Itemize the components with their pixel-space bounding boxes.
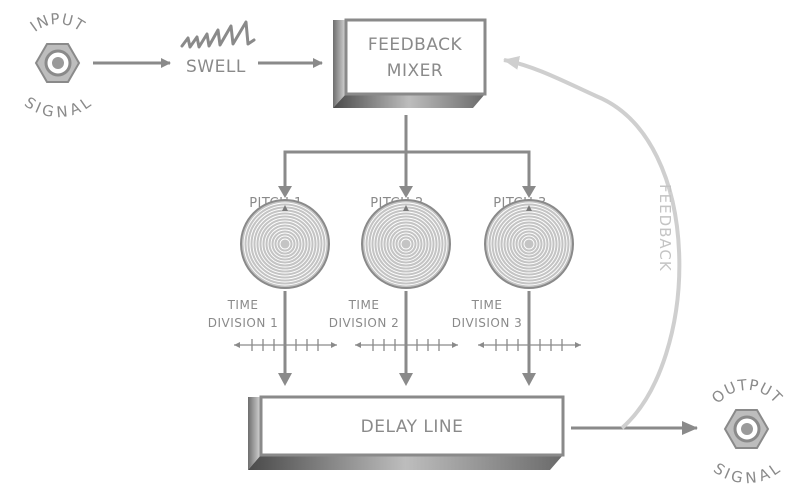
time-division-1-label-line1: TIME: [227, 298, 259, 312]
pitch-3-pointer: [526, 205, 532, 211]
input-jack-hole: [52, 57, 64, 69]
pitch-2-to-delay-arrowhead: [399, 373, 413, 386]
time-division-2-label-line2: DIVISION 2: [329, 316, 400, 330]
input-jack-label-top: INPUT: [27, 10, 89, 36]
feedback-mixer-label-line1: FEEDBACK: [368, 35, 463, 55]
pitch-3-to-delay-arrowhead: [522, 373, 536, 386]
output-jack-hole: [741, 423, 753, 435]
pitch-1-pointer: [282, 205, 288, 211]
output-jack-label-top: OUTPUT: [708, 376, 786, 407]
time-division-3-label-line2: DIVISION 3: [452, 316, 523, 330]
pitch-1-knob-icon: [240, 199, 330, 289]
time-division-1-label-line2: DIVISION 1: [208, 316, 279, 330]
feedback-mixer-label-line2: MIXER: [387, 61, 443, 81]
output-jack-label-bottom: SIGNAL: [710, 459, 784, 487]
swell-label: SWELL: [186, 57, 246, 77]
swell-wave-icon: [180, 20, 256, 49]
swell-block: SWELL: [180, 20, 256, 77]
mixer-distribution-arrowheads: [278, 186, 536, 198]
time-division-1-scale: [234, 339, 337, 351]
time-division-3-label-line1: TIME: [471, 298, 503, 312]
pitch-1-to-delay-arrowhead: [278, 373, 292, 386]
time-division-2-label-line1: TIME: [348, 298, 380, 312]
input-signal-jack: INPUT SIGNAL: [21, 10, 95, 122]
time-division-3-scale: [478, 339, 581, 351]
feedback-path-arrow: [503, 55, 682, 430]
mixer-distribution-arrows: [283, 115, 531, 192]
feedback-mixer-box: FEEDBACK MIXER: [333, 18, 487, 108]
pitch-2-knob-icon: [361, 199, 451, 289]
feedback-path-label: FEEDBACK: [656, 184, 674, 272]
time-division-2-scale: [355, 339, 458, 351]
delay-line-box: DELAY LINE: [248, 395, 565, 470]
pitch-3-knob-icon: [484, 199, 574, 289]
delay-line-label: DELAY LINE: [361, 417, 464, 437]
pitch-3-unit: PITCH 3TIMEDIVISION 3: [452, 196, 581, 386]
pitch-2-pointer: [403, 205, 409, 211]
output-signal-jack: OUTPUT SIGNAL: [708, 376, 786, 488]
input-jack-label-bottom: SIGNAL: [21, 93, 95, 121]
